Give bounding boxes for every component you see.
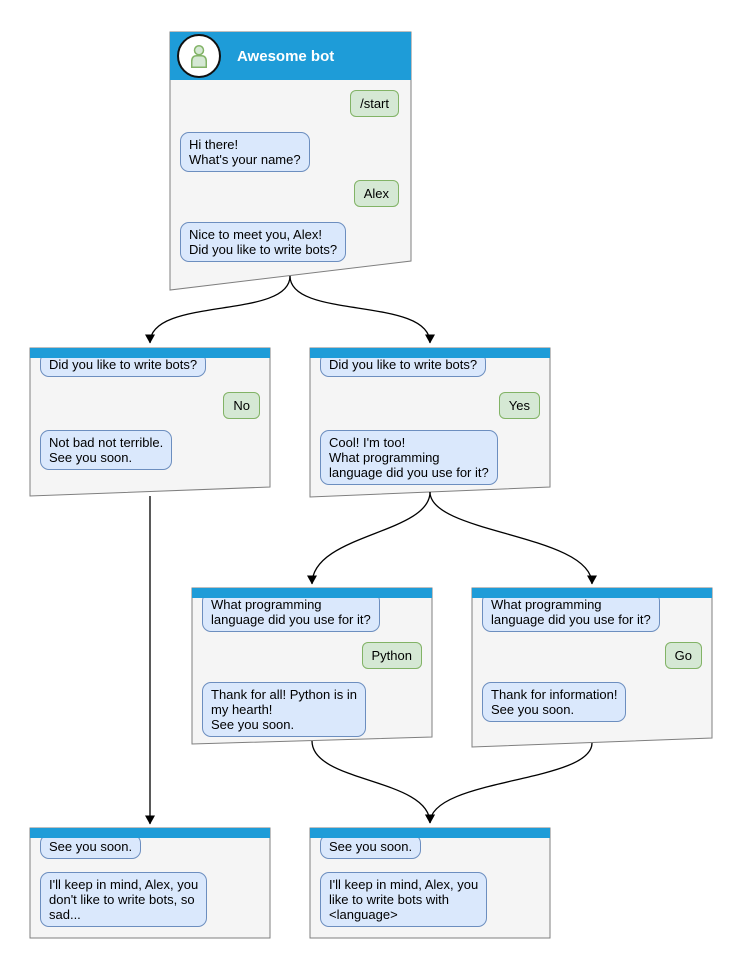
end-no-reply: I'll keep in mind, Alex, you don't like … — [40, 872, 208, 927]
no-branch-header-bar — [30, 348, 270, 358]
main-window-title: Awesome bot — [237, 47, 335, 65]
node-end-no: See you soon. I'll keep in mind, Alex, y… — [30, 828, 270, 938]
bot-message-nice: Nice to meet you, Alex! Did you like to … — [180, 222, 347, 262]
no-branch-reply: Not bad not terrible. See you soon. — [40, 430, 173, 470]
end-yes-header-bar — [310, 828, 550, 838]
yes-branch-answer: Yes — [498, 392, 540, 419]
go-branch-reply: Thank for information! See you soon. — [482, 682, 627, 722]
end-no-question: See you soon. — [40, 834, 142, 859]
python-branch-reply: Thank for all! Python is in my hearth! S… — [202, 682, 366, 737]
yes-branch-header-bar — [310, 348, 550, 358]
node-main-window: /start Hi there! What's your name? Alex … — [170, 32, 411, 290]
node-go-branch: What programming language did you use fo… — [472, 588, 712, 747]
user-message-start: /start — [350, 90, 399, 117]
person-icon — [191, 45, 207, 68]
no-branch-answer: No — [223, 392, 260, 419]
python-branch-header-bar — [192, 588, 432, 598]
python-branch-question: What programming language did you use fo… — [202, 592, 380, 632]
go-branch-question: What programming language did you use fo… — [482, 592, 660, 632]
node-yes-branch: Did you like to write bots? Yes Cool! I'… — [310, 348, 550, 497]
bot-message-greeting: Hi there! What's your name? — [180, 132, 310, 172]
end-no-header-bar — [30, 828, 270, 838]
bot-avatar — [177, 34, 221, 78]
node-end-yes: See you soon. I'll keep in mind, Alex, y… — [310, 828, 550, 938]
go-branch-header-bar — [472, 588, 712, 598]
go-branch-answer: Go — [664, 642, 702, 669]
main-window-titlebar: Awesome bot — [170, 32, 411, 80]
user-message-name: Alex — [353, 180, 399, 207]
node-no-branch: Did you like to write bots? No Not bad n… — [30, 348, 270, 496]
yes-branch-reply: Cool! I'm too! What programming language… — [320, 430, 498, 485]
python-branch-answer: Python — [361, 642, 422, 669]
node-python-branch: What programming language did you use fo… — [192, 588, 432, 744]
end-yes-reply: I'll keep in mind, Alex, you like to wri… — [320, 872, 488, 927]
